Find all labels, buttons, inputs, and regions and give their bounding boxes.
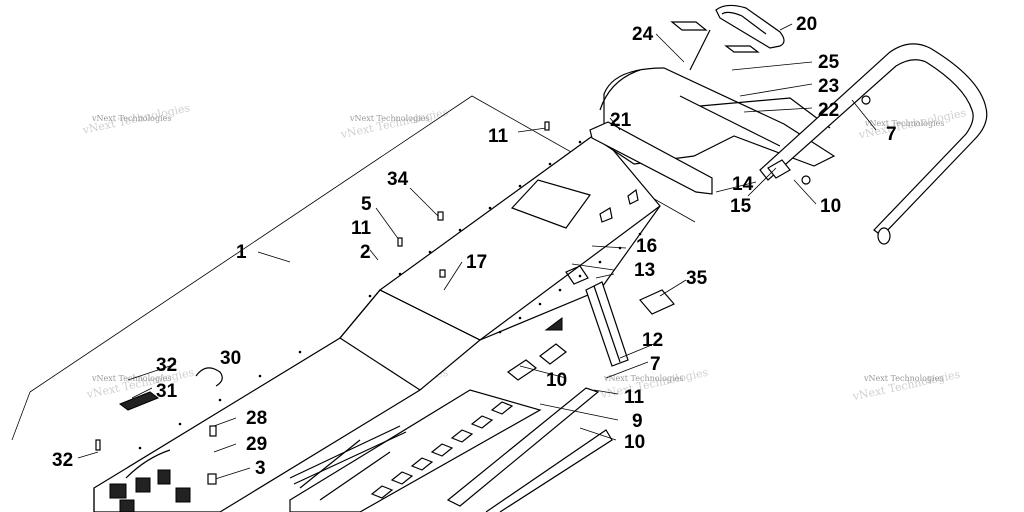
decal-emblems (565, 265, 675, 315)
callout-31: 31 (156, 381, 178, 402)
tunnel-body (93, 131, 661, 512)
svg-text:vNext Technologies: vNext Technologies (339, 106, 450, 142)
rear-bracket (589, 121, 713, 195)
svg-text:vNext Technologies: vNext Technologies (91, 114, 171, 123)
callout-34: 34 (387, 169, 409, 190)
callout-7b: 7 (650, 354, 661, 375)
shield-part (670, 21, 708, 31)
callout-20: 20 (796, 14, 817, 35)
callout-23: 23 (818, 76, 839, 97)
watermark-4: vNext Technologies vNext Technologies (857, 106, 968, 142)
callout-12: 12 (642, 330, 663, 351)
leader-lines (77, 23, 877, 481)
running-board (289, 387, 613, 512)
callout-25: 25 (818, 52, 840, 73)
svg-text:vNext Technologies: vNext Technologies (864, 119, 944, 128)
callout-15: 15 (730, 196, 752, 217)
callout-29: 29 (246, 434, 267, 455)
callout-11b: 11 (351, 218, 372, 239)
svg-text:vNext Technologies: vNext Technologies (349, 114, 429, 123)
svg-text:vNext Technologies: vNext Technologies (863, 374, 943, 383)
rear-bumper (759, 43, 988, 245)
watermark-8: vNext Technologies vNext Technologies (851, 368, 962, 404)
callout-10c: 10 (820, 196, 841, 217)
callout-5: 5 (361, 194, 372, 215)
callout-13: 13 (634, 260, 655, 281)
grab-handle (715, 4, 785, 49)
callout-17: 17 (466, 252, 487, 273)
svg-text:vNext Technologies: vNext Technologies (851, 368, 962, 404)
shield-part-2 (724, 45, 760, 53)
callout-11c: 11 (624, 387, 645, 408)
callout-labels: 11 34 5 11 1 2 17 16 13 35 12 7 10 11 9 … (52, 14, 897, 479)
svg-text:vNext Technologies: vNext Technologies (91, 374, 171, 383)
clip-ring (195, 367, 223, 387)
wiring-assembly (109, 449, 191, 512)
callout-14: 14 (732, 174, 754, 195)
callout-22: 22 (818, 100, 839, 121)
watermark-1: vNext Technologies vNext Technologies (81, 101, 192, 137)
callout-9: 9 (632, 411, 643, 432)
callout-32a: 32 (156, 355, 177, 376)
brace-rods (289, 425, 407, 501)
callout-28: 28 (246, 408, 267, 429)
cutout-pattern (370, 401, 514, 499)
callout-11a: 11 (488, 126, 509, 147)
callout-21: 21 (610, 110, 632, 131)
callout-16: 16 (636, 236, 657, 257)
callout-2: 2 (360, 242, 371, 263)
callout-24: 24 (632, 24, 654, 45)
svg-text:vNext Technologies: vNext Technologies (603, 374, 683, 383)
callout-7a: 7 (886, 124, 897, 145)
watermark-2: vNext Technologies vNext Technologies (339, 106, 450, 142)
callout-32b: 32 (52, 450, 73, 471)
callout-10a: 10 (546, 370, 567, 391)
flap-arm (585, 281, 629, 367)
callout-30: 30 (220, 348, 241, 369)
strap-plate (118, 391, 160, 411)
callout-35: 35 (686, 268, 708, 289)
fasteners (95, 95, 871, 485)
callout-1: 1 (236, 242, 247, 263)
callout-3: 3 (255, 458, 266, 479)
callout-10b: 10 (624, 432, 645, 453)
seat-assembly (599, 29, 836, 167)
